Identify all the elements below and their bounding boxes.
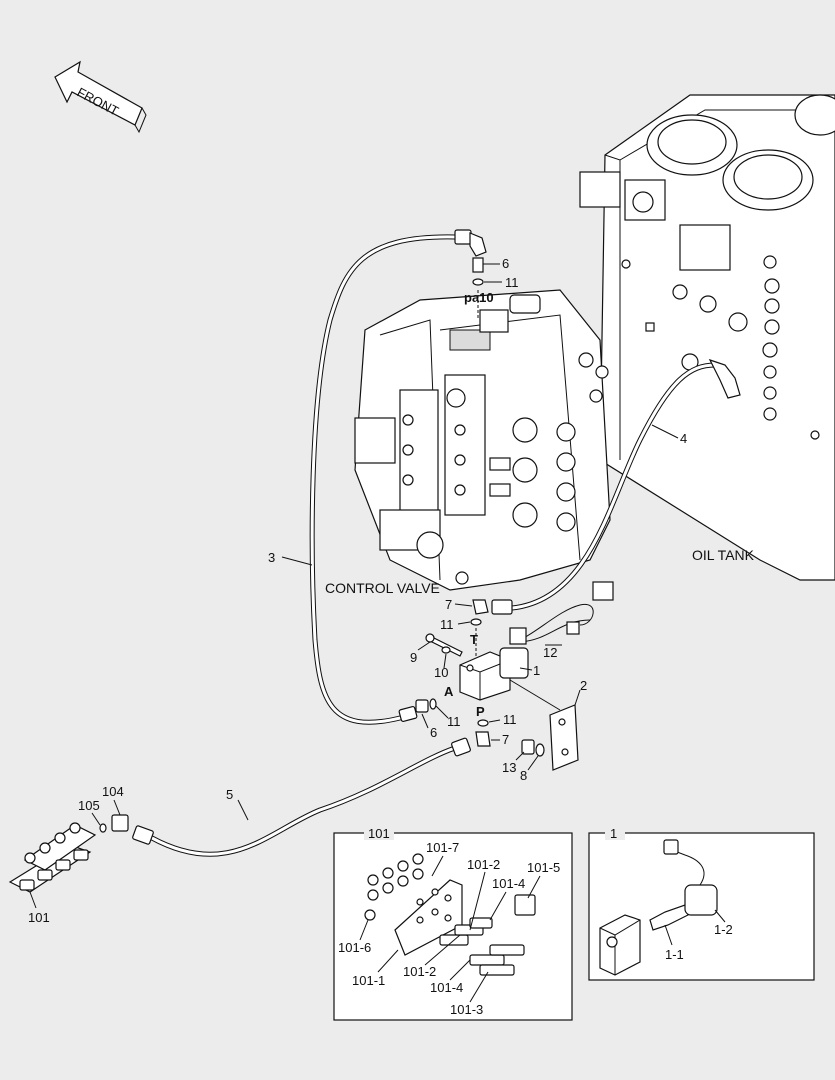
callout-7-mid: 7	[445, 597, 452, 612]
callout-101-left: 101	[28, 910, 50, 925]
control-valve-label: CONTROL VALVE	[325, 580, 440, 596]
control-valve: pa10 CONTROL VALVE	[325, 289, 611, 596]
callout-7-low: 7	[502, 732, 509, 747]
bolt-13: 13 8	[502, 739, 545, 783]
inset-101-4b: 101-4	[430, 980, 463, 995]
inset-101-2a: 101-2	[467, 857, 500, 872]
fittings-p-port: 11 7	[475, 712, 517, 747]
port-t-label: T	[470, 632, 478, 647]
inset-101-4a: 101-4	[492, 876, 525, 891]
inset-101-5: 101-5	[527, 860, 560, 875]
callout-4: 4	[680, 431, 687, 446]
callout-6-top: 6	[502, 256, 509, 271]
callout-2: 2	[580, 678, 587, 693]
oil-tank: OIL TANK	[579, 94, 835, 581]
oil-tank-label: OIL TANK	[692, 547, 755, 563]
pa10-port-label: pa10	[464, 290, 494, 305]
harness-12: 12	[509, 581, 614, 660]
inset-101-1: 101-1	[352, 973, 385, 988]
callout-5: 5	[226, 787, 233, 802]
fittings-104-105: 104 105	[78, 784, 129, 833]
fittings-a-port: 11 6	[415, 698, 461, 740]
inset-1-title: 1	[610, 826, 617, 841]
callout-11-lowP: 11	[503, 712, 517, 727]
callout-11-lowA: 11	[447, 714, 461, 729]
solenoid-valve-block: 1 A P	[444, 647, 540, 719]
hose-3: 3	[268, 229, 487, 725]
front-arrow: FRONT	[54, 60, 147, 134]
inset-101-2b: 101-2	[403, 964, 436, 979]
port-a-label: A	[444, 684, 454, 699]
bracket-2: 2	[509, 678, 587, 771]
callout-11-top: 11	[505, 275, 519, 290]
inset-101-3: 101-3	[450, 1002, 483, 1017]
callout-10: 10	[434, 665, 448, 680]
hose-4: 4	[491, 358, 741, 615]
inset-1: 1 1-1 1-2	[588, 826, 815, 981]
callout-13: 13	[502, 760, 516, 775]
inset-101-6: 101-6	[338, 940, 371, 955]
inset-101-7: 101-7	[426, 840, 459, 855]
bolt-9: 9 10	[410, 633, 463, 680]
callout-8: 8	[520, 768, 527, 783]
inset-101-title: 101	[368, 826, 390, 841]
callout-12: 12	[543, 645, 557, 660]
callout-6-low: 6	[430, 725, 437, 740]
callout-11-mid: 11	[440, 617, 454, 632]
hose-5: 5	[132, 737, 471, 857]
callout-105: 105	[78, 798, 100, 813]
manifold-101: 101	[8, 822, 97, 925]
callout-1-main: 1	[533, 663, 540, 678]
pa10-fittings: 6 11	[472, 256, 519, 318]
inset-1-2: 1-2	[714, 922, 733, 937]
inset-101: 101 101-7 101-2 101-4 101-5 101-6 101-1 …	[333, 826, 573, 1021]
fittings-t-port: 7 11 T	[440, 597, 489, 656]
port-p-label: P	[476, 704, 485, 719]
callout-9: 9	[410, 650, 417, 665]
callout-104: 104	[102, 784, 124, 799]
inset-1-1: 1-1	[665, 947, 684, 962]
callout-3: 3	[268, 550, 275, 565]
